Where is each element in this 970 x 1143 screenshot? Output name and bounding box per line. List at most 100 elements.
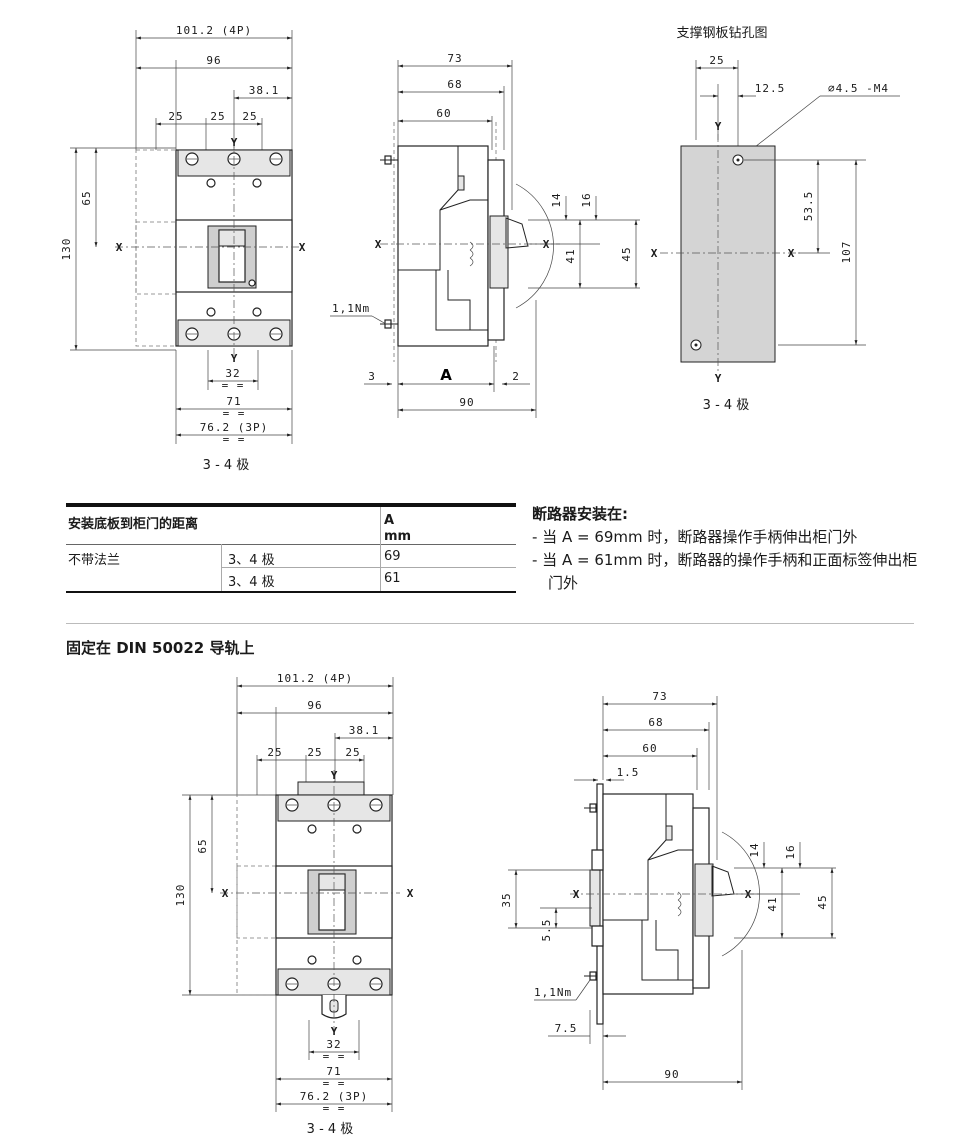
dim-2: 2 [512,370,520,383]
dim-pitch-3: 25 [242,110,257,123]
distance-table: 安装底板到柜门的距离 A mm 不带法兰 3、4 极 69 3、4 极 61 [66,503,516,593]
dim-45: 45 [620,246,633,261]
dim-32: 32 [225,367,240,380]
bs-dim-16: 16 [784,844,797,859]
dim-pitch-1: 25 [168,110,183,123]
table-header-rule [66,544,516,545]
dim-A: A [440,366,452,384]
top-front-view: 101.2 (4P) 96 38.1 25 25 25 130 65 [60,24,306,473]
dim-3: 3 [368,370,376,383]
notes-item-2: - 当 A = 61mm 时，断路器的操作手柄和正面标签伸出柜门外 [532,551,918,592]
b-axis-x-left: X [222,887,229,900]
b-dim-pitch-3: 25 [345,746,360,759]
section-din-rail-title: 固定在 DIN 50022 导轨上 [66,639,255,657]
bottom-front-caption: 3 - 4 极 [307,1122,354,1137]
bs-dim-5-5: 5.5 [540,919,553,942]
bs-dim-7-5: 7.5 [555,1022,578,1035]
bs-dim-60: 60 [642,742,657,755]
table-header-col3-unit: mm [384,529,412,544]
table-row-rule [221,567,516,568]
dim-pitch-2: 25 [210,110,225,123]
drill-plan: 支撑钢板钻孔图 25 12.5 ∅4.5 -M4 X X Y Y 53.5 10… [651,26,900,413]
table-top-rule [66,503,516,507]
table-row-1-col1: 不带法兰 [68,553,121,568]
bs-dim-35: 35 [500,892,513,907]
table-row-2-col2: 3、4 极 [228,575,275,590]
b-dim-eq-1: = = [323,1050,346,1063]
dim-width-4p: 101.2 (4P) [176,24,252,37]
dim-68: 68 [447,78,462,91]
notes-title: 断路器安装在: [532,505,628,523]
dim-height-130: 130 [60,238,73,261]
b-dim-pitch-2: 25 [307,746,322,759]
drill-axis-y-top: Y [715,120,722,133]
axis-y-top: Y [231,136,238,149]
b-dim-71: 71 [326,1065,341,1078]
notes-item-1: - 当 A = 69mm 时，断路器操作手柄伸出柜门外 [532,528,858,546]
b-dim-38-1: 38.1 [349,724,380,737]
dim-width-96: 96 [206,54,221,67]
bs-dim-90: 90 [664,1068,679,1081]
drill-dim-107: 107 [840,241,853,264]
table-bottom-rule [66,591,516,593]
bs-dim-45: 45 [816,894,829,909]
dim-73: 73 [447,52,462,65]
table-row-2-col3: 61 [384,571,401,586]
bs-axis-x-left: X [573,888,580,901]
b-dim-eq-3: = = [323,1102,346,1115]
bs-axis-x-right: X [745,888,752,901]
bottom-front-view: 101.2 (4P) 96 38.1 25 25 25 130 65 [174,672,414,1137]
side-axis-x-left: X [375,238,382,251]
table-header-col3-a: A [384,513,395,528]
side-axis-x-right: X [543,238,550,251]
b-dim-76-2: 76.2 (3P) [300,1090,369,1103]
b-dim-width-4p: 101.2 (4P) [277,672,353,685]
drill-dim-53-5: 53.5 [802,191,815,222]
drill-caption: 3 - 4 极 [703,398,750,413]
dim-eq-1: = = [222,379,245,392]
installation-notes: 断路器安装在: - 当 A = 69mm 时，断路器操作手柄伸出柜门外 - 当 … [532,503,932,595]
axis-x-right: X [299,241,306,254]
axis-x-left: X [116,241,123,254]
b-dim-height-65: 65 [196,838,209,853]
table-row-1-col3: 69 [384,549,401,564]
dim-76-2: 76.2 (3P) [200,421,269,434]
top-front-caption: 3 - 4 极 [203,458,250,473]
bs-dim-1-5: 1.5 [617,766,640,779]
table-divider-2 [380,507,381,591]
b-axis-x-right: X [407,887,414,900]
b-dim-height-130: 130 [174,884,187,907]
section-divider [66,623,914,624]
b-axis-y-top: Y [331,769,338,782]
top-side-view: 73 68 60 X X 14 16 4 [330,52,640,418]
dim-71: 71 [226,395,241,408]
bs-dim-68: 68 [648,716,663,729]
b-dim-32: 32 [326,1038,341,1051]
dim-height-65: 65 [80,190,93,205]
b-dim-eq-2: = = [323,1077,346,1090]
bs-dim-14: 14 [748,842,761,857]
dim-16: 16 [580,192,593,207]
drill-axis-x-right: X [788,247,795,260]
drill-dim-25: 25 [709,54,724,67]
torque-label: 1,1Nm [332,302,370,315]
dim-eq-2: = = [223,407,246,420]
b-dim-pitch-1: 25 [267,746,282,759]
bs-dim-73: 73 [652,690,667,703]
dim-41: 41 [564,248,577,263]
drill-plan-title: 支撑钢板钻孔图 [676,26,767,41]
table-header-col1: 安装底板到柜门的距离 [68,517,199,532]
table-row-1-col2: 3、4 极 [228,553,275,568]
dim-90: 90 [459,396,474,409]
dim-60: 60 [436,107,451,120]
dim-eq-3: = = [223,433,246,446]
bottom-side-view: 73 68 60 1.5 X X 14 [500,690,836,1090]
dim-38-1: 38.1 [249,84,280,97]
dim-14: 14 [550,192,563,207]
bs-torque-label: 1,1Nm [534,986,572,999]
drill-hole-spec: ∅4.5 -M4 [828,82,889,95]
drill-axis-x-left: X [651,247,658,260]
bs-dim-41: 41 [766,896,779,911]
b-dim-width-96: 96 [307,699,322,712]
axis-y-bottom: Y [231,352,238,365]
